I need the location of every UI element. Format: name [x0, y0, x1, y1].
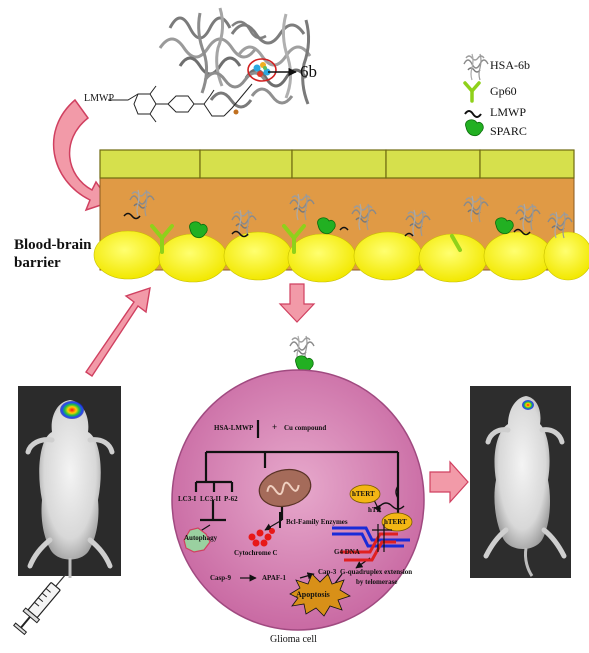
autophagy-icon: [183, 527, 211, 553]
htert-label-2: hTERT: [384, 518, 407, 526]
g4-dna-label: G4 DNA: [334, 548, 360, 556]
apaf1-label: APAF-1: [262, 574, 286, 582]
g4-extension-label-2: by telomerase: [356, 578, 398, 586]
hsa-protein-structure: [158, 7, 312, 109]
tumor-signal-before: [60, 401, 84, 419]
carrier-complex: [289, 335, 315, 373]
htert-complex: [349, 484, 413, 532]
legend-sparc-label: SPARC: [490, 124, 527, 138]
lmwp-chains: [123, 212, 531, 238]
mouse-image-before: [18, 386, 121, 578]
htert-label-1: hTERT: [352, 490, 375, 498]
casp3-label: Cap-3: [318, 568, 337, 576]
lmwp-linker-structure: [108, 83, 253, 123]
diagonal-arrow-mouse-to-bbb: [85, 286, 151, 377]
pathway-compound-label: Cu compound: [284, 424, 327, 432]
cytochrome-c-label: Cytochrome C: [234, 549, 278, 557]
sparc-icon: [465, 119, 484, 137]
bcl-family-label: Bcl-Family Enzymes: [286, 518, 348, 526]
apoptosis-icon: [289, 573, 351, 617]
linker-dot: [233, 109, 239, 115]
bbb-label-line2: barrier: [14, 255, 61, 271]
apoptosis-label: Apoptosis: [296, 590, 330, 599]
lc3ii-label: LC3-II: [200, 495, 222, 503]
glioma-cell-label: Glioma cell: [270, 634, 317, 645]
right-arrow-to-result: [429, 460, 469, 504]
astrocyte-cells: [93, 230, 589, 283]
structure-6b-label: 6b: [300, 62, 317, 81]
pathway-entry-label: HSA-LMWP: [214, 424, 254, 432]
lmwp-linker-label: LMWP: [84, 93, 114, 104]
mitochondria-icon: [258, 468, 312, 508]
casp9-label: Casp-9: [210, 574, 232, 582]
bbb-label-line1: Blood-brain: [14, 237, 92, 253]
protein-icon: [463, 53, 489, 81]
legend-lmwp-label: LMWP: [490, 105, 526, 119]
blood-brain-barrier: [93, 149, 589, 283]
g4-dna: [332, 524, 410, 562]
g4-extension-label-1: G-quadruplex extension: [340, 568, 413, 576]
mouse-image-after: [470, 386, 571, 578]
down-arrow-to-cell: [278, 283, 316, 323]
p62-label: P-62: [224, 495, 238, 503]
pathway-plus-sign: +: [272, 422, 278, 432]
gp60-receptors: [150, 224, 462, 254]
gp60-receptor-icon: [463, 81, 481, 103]
cytochrome-c-dots: [248, 528, 275, 547]
lmwp-wave-icon: [464, 110, 482, 118]
pathway-lines: [194, 420, 400, 522]
6b-binding-site: [247, 58, 277, 82]
legend: [463, 53, 489, 137]
legend-hsa-6b-label: HSA-6b: [490, 58, 531, 72]
tumor-signal-after: [522, 400, 534, 410]
legend-gp60-label: Gp60: [490, 84, 517, 98]
htr-label: hTR: [368, 506, 382, 514]
endothelial-tiles: [99, 149, 575, 179]
autophagy-label: Autophagy: [184, 534, 218, 542]
lc3i-label: LC3-I: [178, 495, 197, 503]
syringe-icon: [13, 573, 67, 636]
